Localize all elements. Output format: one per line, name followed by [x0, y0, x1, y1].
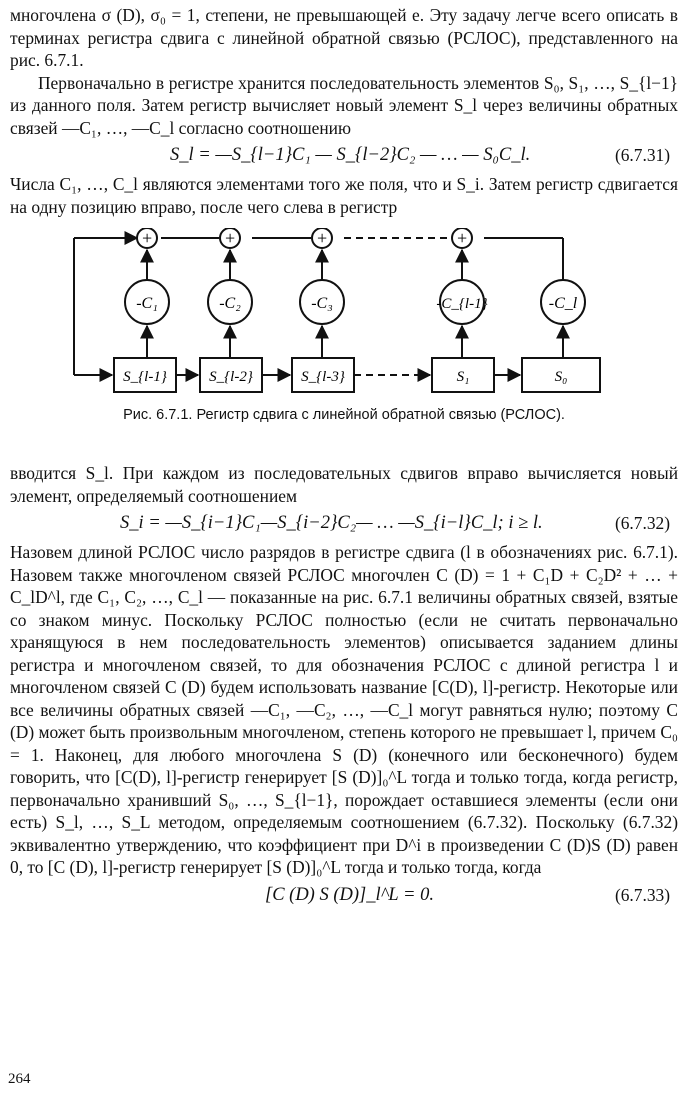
register-cell-5: S₀ — [521, 357, 601, 393]
register-cell-3: S_{l-3} — [291, 357, 355, 393]
svg-text:+: + — [224, 228, 236, 248]
adder-3: + — [311, 227, 333, 249]
equation-6-7-31: S_l = —S_{l−1}C₁ — S_{l−2}C₂ — … — S₀C_l… — [10, 139, 678, 173]
register-label: S_{l-2} — [209, 369, 253, 385]
register-label: S₀ — [555, 369, 568, 385]
figure-caption: Рис. 6.7.1. Регистр сдвига с линейной об… — [123, 407, 565, 423]
register-cell-4: S₁ — [431, 357, 495, 393]
register-cell-2: S_{l-2} — [199, 357, 263, 393]
coef-multiplier-4: -C_{l-1} — [436, 279, 488, 325]
register-label: S₁ — [457, 369, 470, 385]
paragraph-register-intro: Первоначально в регистре хранится послед… — [10, 72, 678, 138]
coef-label: -C₂ — [219, 295, 241, 312]
book-page: многочлена σ (D), σ₀ = 1, степени, не пр… — [10, 0, 678, 913]
coef-label: -C₁ — [136, 295, 158, 312]
lfsr-diagram: + + + + -C₁ -C₂ -C₃ -C_{l-1} -C_l S_{l-1… — [73, 227, 601, 393]
coef-label: -C_l — [549, 295, 578, 312]
page-number: 264 — [8, 1071, 31, 1087]
register-cell-1: S_{l-1} — [113, 357, 177, 393]
equation-number: (6.7.31) — [614, 145, 670, 165]
equation-text: [C (D) S (D)]_l^L = 0. — [265, 884, 434, 905]
svg-text:+: + — [141, 228, 153, 248]
coef-label: -C₃ — [311, 295, 333, 312]
equation-text: S_i = —S_{i−1}C₁—S_{i−2}C₂— … —S_{i−l}C_… — [120, 513, 543, 533]
coef-multiplier-5: -C_l — [540, 279, 586, 325]
equation-number: (6.7.33) — [614, 884, 670, 905]
register-label: S_{l-1} — [123, 369, 167, 385]
adder-1: + — [136, 227, 158, 249]
coef-multiplier-1: -C₁ — [124, 279, 170, 325]
svg-text:+: + — [316, 228, 328, 248]
register-label: S_{l-3} — [301, 369, 345, 385]
equation-6-7-32: S_i = —S_{i−1}C₁—S_{i−2}C₂— … —S_{i−l}C_… — [10, 507, 678, 541]
coef-label: -C_{l-1} — [436, 296, 487, 312]
paragraph-top: многочлена σ (D), σ₀ = 1, степени, не пр… — [10, 5, 678, 70]
equation-text: S_l = —S_{l−1}C₁ — S_{l−2}C₂ — … — S₀C_l… — [170, 145, 531, 165]
paragraph-definitions: Назовем длиной РСЛОС число разрядов в ре… — [10, 542, 678, 877]
paragraph-coefficients: Числа C₁, …, C_l являются элементами тог… — [10, 174, 678, 217]
adder-4: + — [451, 227, 473, 249]
coef-multiplier-3: -C₃ — [299, 279, 345, 325]
figure-lfsr: + + + + -C₁ -C₂ -C₃ -C_{l-1} -C_l S_{l-1… — [10, 227, 678, 456]
equation-6-7-33: [C (D) S (D)]_l^L = 0. (6.7.33) — [10, 879, 678, 913]
svg-text:+: + — [456, 228, 468, 248]
coef-multiplier-2: -C₂ — [207, 279, 253, 325]
adder-2: + — [219, 227, 241, 249]
paragraph-shift: вводится S_l. При каждом из последовател… — [10, 463, 678, 506]
equation-number: (6.7.32) — [614, 513, 670, 533]
